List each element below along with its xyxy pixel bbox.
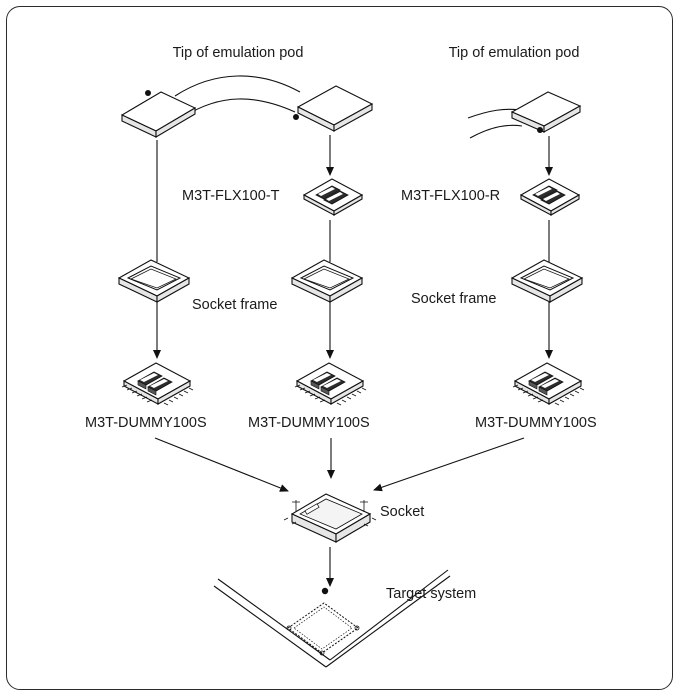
connection-lines (153, 135, 553, 587)
dummy100s-right (512, 362, 585, 406)
target-system-board (213, 569, 451, 668)
label-tip-right: Tip of emulation pod (449, 45, 580, 61)
label-tip-left: Tip of emulation pod (173, 45, 304, 61)
flx100-r-board (520, 178, 580, 216)
label-socket: Socket (380, 504, 424, 520)
label-flx100-r: M3T-FLX100-R (401, 188, 500, 204)
label-target-system: Target system (386, 586, 476, 602)
label-dummy-3: M3T-DUMMY100S (475, 415, 597, 431)
flx100-t-board (303, 178, 363, 216)
label-dummy-2: M3T-DUMMY100S (248, 415, 370, 431)
socket (283, 493, 377, 543)
dummy100s-middle (294, 362, 367, 406)
socket-frame-middle (291, 259, 363, 303)
socket-frame-right (511, 259, 583, 303)
dummy100s-left (121, 362, 194, 406)
emulation-pod-tip-left (120, 75, 374, 138)
label-dummy-1: M3T-DUMMY100S (85, 415, 207, 431)
label-flx100-t: M3T-FLX100-T (182, 188, 280, 204)
label-socket-frame-2: Socket frame (411, 291, 496, 307)
label-socket-frame-1: Socket frame (192, 297, 277, 313)
emulation-pod-tip-right (467, 91, 582, 139)
socket-frame-left (118, 259, 190, 303)
